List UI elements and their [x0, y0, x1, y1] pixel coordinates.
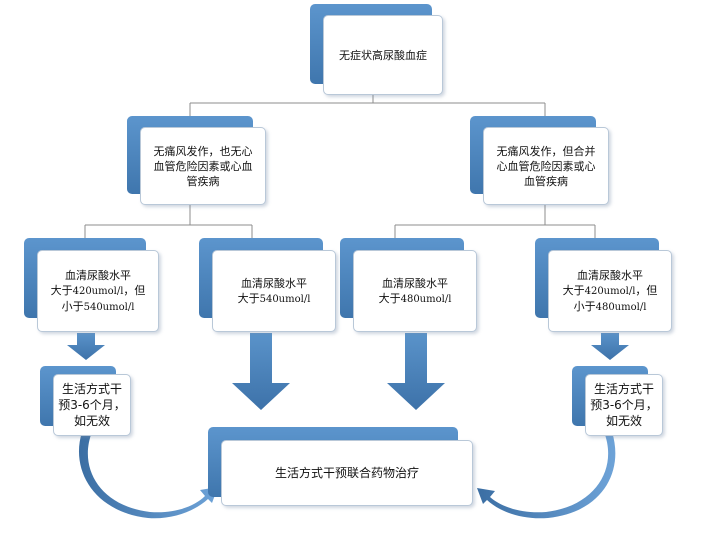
leaf1-line1: 血清尿酸水平 — [65, 268, 131, 282]
leaf1-line3: 小于540umol/l — [62, 299, 135, 315]
leaf2-line2-prefix: 大于 — [237, 291, 260, 305]
leaf2-node: 血清尿酸水平 大于540umol/l — [212, 250, 336, 332]
leaf1-line2-prefix: 大于 — [50, 283, 73, 297]
leaf4-line1: 血清尿酸水平 — [577, 268, 643, 282]
leaf4-line2: 大于420umol/l，但 — [563, 283, 658, 299]
branch-left-label: 无痛风发作，也无心 血管危险因素或心血 管疾病 — [153, 144, 253, 188]
branch-right-node: 无痛风发作，但合并 心血管危险因素或心 血管疾病 — [483, 127, 609, 205]
leaf1-line2-suffix: ，但 — [123, 283, 146, 297]
leaf4-line2-prefix: 大于 — [562, 283, 585, 297]
lifestyle-left-node: 生活方式干 预3-6个月， 如无效 — [53, 374, 131, 436]
combined-node: 生活方式干预联合药物治疗 — [221, 440, 473, 506]
leaf1-line2-value: 420umol/l — [72, 285, 124, 297]
leaf3-line2-value: 480umol/l — [400, 293, 452, 305]
branch-left-node: 无痛风发作，也无心 血管危险因素或心血 管疾病 — [140, 127, 266, 205]
branch-right-label: 无痛风发作，但合并 心血管危险因素或心 血管疾病 — [496, 144, 596, 188]
combined-label: 生活方式干预联合药物治疗 — [274, 465, 419, 480]
leaf2-line2: 大于540umol/l — [238, 291, 311, 307]
lifestyle-right-label: 生活方式干 预3-6个月， 如无效 — [590, 382, 658, 428]
leaf2-line1: 血清尿酸水平 — [241, 276, 307, 290]
root-label: 无症状高尿酸血症 — [339, 48, 427, 62]
leaf1-line3-prefix: 小于 — [61, 299, 84, 313]
leaf4-line3: 小于480umol/l — [574, 299, 647, 315]
lifestyle-left-label: 生活方式干 预3-6个月， 如无效 — [58, 382, 126, 428]
leaf4-line2-suffix: ，但 — [635, 283, 658, 297]
down-arrow-small-right — [591, 333, 629, 360]
leaf3-line1: 血清尿酸水平 — [382, 276, 448, 290]
leaf4-node: 血清尿酸水平 大于420umol/l，但 小于480umol/l — [548, 250, 672, 332]
leaf4-line3-value: 480umol/l — [595, 301, 647, 313]
curved-arrow-left — [78, 432, 219, 519]
leaf3-line2-prefix: 大于 — [378, 291, 401, 305]
leaf3-node: 血清尿酸水平 大于480umol/l — [353, 250, 477, 332]
leaf1-line2: 大于420umol/l，但 — [51, 283, 146, 299]
lifestyle-right-node: 生活方式干 预3-6个月， 如无效 — [585, 374, 663, 436]
down-arrow-large-left — [232, 333, 290, 410]
curved-arrow-right — [477, 432, 616, 519]
leaf1-node: 血清尿酸水平 大于420umol/l，但 小于540umol/l — [37, 250, 159, 332]
leaf4-line2-value: 420umol/l — [584, 285, 636, 297]
leaf2-line2-value: 540umol/l — [259, 293, 311, 305]
leaf1-line3-value: 540umol/l — [83, 301, 135, 313]
down-arrow-small-left — [67, 333, 105, 360]
root-node: 无症状高尿酸血症 — [323, 15, 443, 95]
leaf4-line3-prefix: 小于 — [573, 299, 596, 313]
down-arrow-large-right — [387, 333, 445, 410]
leaf3-line2: 大于480umol/l — [379, 291, 452, 307]
